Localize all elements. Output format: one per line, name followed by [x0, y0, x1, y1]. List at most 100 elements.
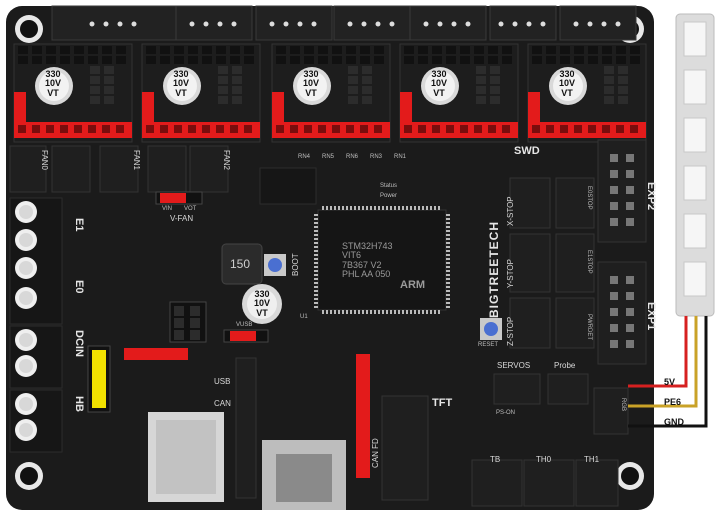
exp1-header: [597, 261, 647, 365]
fan-headers: [9, 145, 229, 193]
terminal-blocks: [9, 197, 63, 453]
motor-connector: [559, 5, 637, 41]
driver-red-header: [142, 122, 260, 138]
motor-connectors: [51, 5, 637, 41]
inductor: [221, 243, 263, 285]
driver-sockets: [13, 43, 647, 143]
tb-label: TB: [490, 455, 501, 464]
th1-label: TH1: [584, 455, 600, 464]
xstop-label: X-STOP: [506, 196, 515, 226]
mcu-chip: [317, 209, 447, 311]
u1-label: U1: [300, 314, 308, 320]
mcu-marking-line: PHL AA 050: [342, 269, 391, 280]
capacitor-label-line: 10V: [302, 78, 319, 89]
rn-label: RN1: [394, 154, 407, 160]
fan0-label: FAN0: [40, 150, 49, 171]
servos-label: SERVOS: [497, 361, 531, 370]
rn-label: RN6: [346, 154, 359, 160]
power-label: Power: [380, 193, 398, 199]
led-cell: [683, 213, 707, 249]
motor-connector: [333, 5, 411, 41]
wire-label: 5V: [664, 377, 676, 387]
vusb-label: VUSB: [236, 322, 253, 328]
driver-red-header: [14, 122, 132, 138]
capacitor-label-line: 10V: [44, 78, 61, 89]
mcu-marking-line: VIT6: [342, 250, 362, 261]
inductor-label: 150: [230, 257, 251, 271]
led-cell: [683, 165, 707, 201]
ystop-label: Y-STOP: [506, 259, 515, 288]
exp1-label: EXP1: [645, 302, 657, 331]
mcu-marking-line: STM32H743: [342, 241, 393, 251]
endstop-headers: [509, 177, 595, 349]
exp2-header: [597, 139, 647, 243]
capacitor-label-line: VT: [175, 87, 187, 98]
th0-label: TH0: [536, 455, 552, 464]
wire-label: GND: [664, 417, 684, 427]
capacitor-label-line: 330: [303, 69, 319, 79]
fan1-label: FAN1: [132, 150, 141, 171]
probe-label: Probe: [554, 361, 576, 370]
can-fd-header: [356, 354, 370, 478]
capacitor-label-line: VT: [561, 87, 573, 98]
capacitor-label-line: 10V: [172, 78, 189, 89]
driver-red-header: [528, 122, 646, 138]
capacitor-label-line: 330: [559, 69, 575, 79]
capacitor-label-line: 10V: [253, 298, 270, 309]
capacitor-label-line: VT: [433, 87, 445, 98]
exp2-label: EXP2: [645, 182, 657, 211]
motor-connector: [255, 5, 333, 41]
reset-label: RESET: [478, 342, 499, 348]
rn-label: RN4: [298, 154, 311, 160]
capacitor-label-line: VT: [256, 307, 268, 318]
rgb-label: RGB: [620, 398, 626, 412]
rn-label: RN3: [370, 154, 383, 160]
vfan-jumper: [155, 191, 203, 205]
swd-label: SWD: [514, 145, 540, 157]
boot-label: BOOT: [291, 253, 300, 276]
boot-button-cap: [268, 258, 282, 272]
capacitor-label-line: 330: [254, 289, 270, 299]
led-cell: [683, 261, 707, 297]
capacitor-label-line: VT: [305, 87, 317, 98]
tft-label: TFT: [432, 397, 453, 409]
motor-connector: [409, 5, 487, 41]
capacitor-label-line: 10V: [558, 78, 575, 89]
wire-label: PE6: [664, 397, 682, 407]
mcu-logo: ARM: [400, 279, 426, 291]
red-jumper: [124, 348, 188, 360]
capacitor-label-line: VT: [47, 87, 59, 98]
capacitor-label-line: 330: [45, 69, 61, 79]
led-cell: [683, 69, 707, 105]
motor-connector: [51, 5, 177, 41]
capacitor-label-line: 10V: [430, 78, 447, 89]
brand-label: BIGTREETECH: [487, 220, 501, 318]
pson-label: PS-ON: [496, 410, 516, 416]
hb-label: HB: [73, 396, 85, 412]
led-cell: [683, 117, 707, 153]
zstop-label: Z-STOP: [506, 316, 515, 346]
vin-label: VIN: [162, 206, 173, 212]
usb-label: USB: [214, 377, 231, 386]
capacitor-label-line: 330: [431, 69, 447, 79]
motor-connector: [175, 5, 253, 41]
vfan-label: V-FAN: [170, 214, 194, 223]
driver-red-header: [400, 122, 518, 138]
led-cell: [683, 21, 707, 57]
mcu-marking-line: 7B367 V2: [342, 259, 382, 270]
canfd-label: CAN FD: [371, 438, 380, 468]
estop-label: PWRDET: [586, 314, 592, 340]
estop-label: E0STOP: [586, 186, 592, 210]
status-label: Status: [380, 183, 398, 189]
fan2-label: FAN2: [222, 150, 231, 171]
capacitor-label-line: 330: [173, 69, 189, 79]
